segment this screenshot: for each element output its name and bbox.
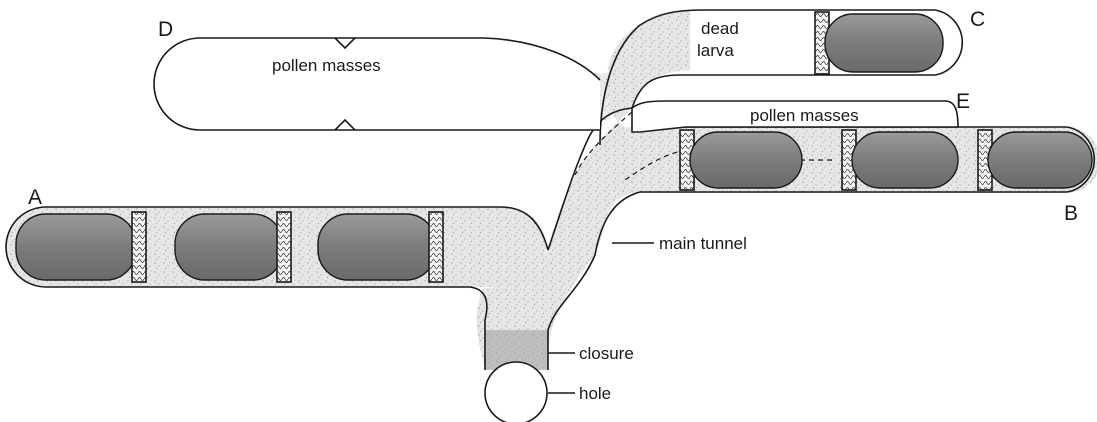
cell-partition [132, 212, 146, 282]
larva-cell [16, 214, 136, 280]
label-c: C [970, 8, 985, 31]
larva-cell [175, 214, 283, 280]
cell-partition [277, 212, 291, 282]
larva-cell [318, 214, 436, 280]
label-pollen-masses-right: pollen masses [750, 106, 859, 125]
chamber-d [154, 38, 600, 130]
label-e: E [956, 90, 970, 113]
larva-cell [690, 132, 802, 188]
nest-hole [485, 362, 547, 422]
larva-cell [825, 14, 943, 72]
branch-a-cells [16, 212, 443, 282]
label-dead: dead [701, 19, 739, 38]
label-hole: hole [579, 384, 611, 403]
label-pollen-masses-upper: pollen masses [272, 56, 381, 75]
branch-b-cells [680, 130, 1092, 190]
larva-cell [988, 132, 1092, 188]
label-main-tunnel: main tunnel [659, 234, 747, 253]
larva-cell [852, 132, 958, 188]
label-d: D [158, 18, 173, 41]
cell-partition [429, 212, 443, 282]
branch-c-cells [815, 12, 943, 74]
label-a: A [28, 186, 42, 209]
label-closure: closure [579, 344, 634, 363]
label-larva: larva [697, 41, 734, 60]
label-b: B [1064, 202, 1078, 225]
